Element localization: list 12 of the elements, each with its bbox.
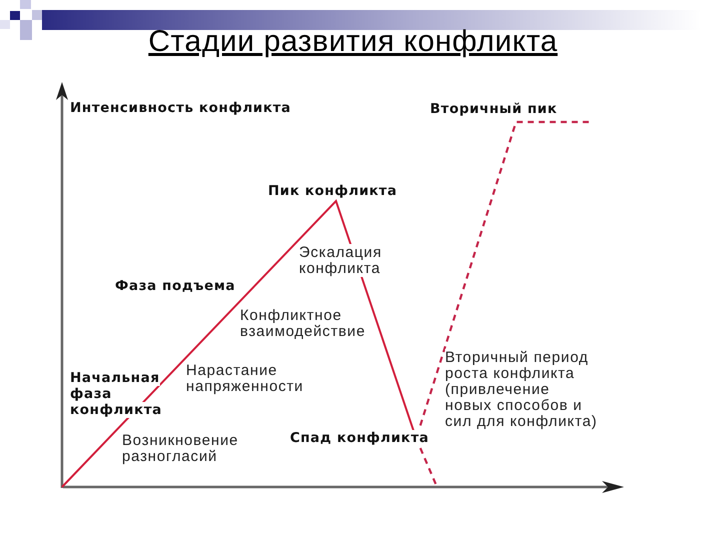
phase-label: Начальная фаза конфликта <box>70 370 162 418</box>
axis-title: Интенсивность конфликта <box>70 100 292 116</box>
phase-label: Пик конфликта <box>268 183 398 199</box>
stage-description: Нарастание напряженности <box>186 363 304 395</box>
stage-description: Возникновение разногласий <box>122 433 238 465</box>
phase-label: Вторичный пик <box>430 101 558 117</box>
stage-description: Вторичный период роста конфликта (привлечение новых способов и сил для конфликта) <box>445 350 598 430</box>
stage-description: Конфликтное взаимодействие <box>240 308 366 340</box>
phase-label: Спад конфликта <box>290 430 429 446</box>
stage-description: Эскалация конфликта <box>299 245 382 277</box>
slide-title: Стадии развития конфликта <box>148 25 558 59</box>
phase-label: Фаза подъема <box>115 278 236 294</box>
